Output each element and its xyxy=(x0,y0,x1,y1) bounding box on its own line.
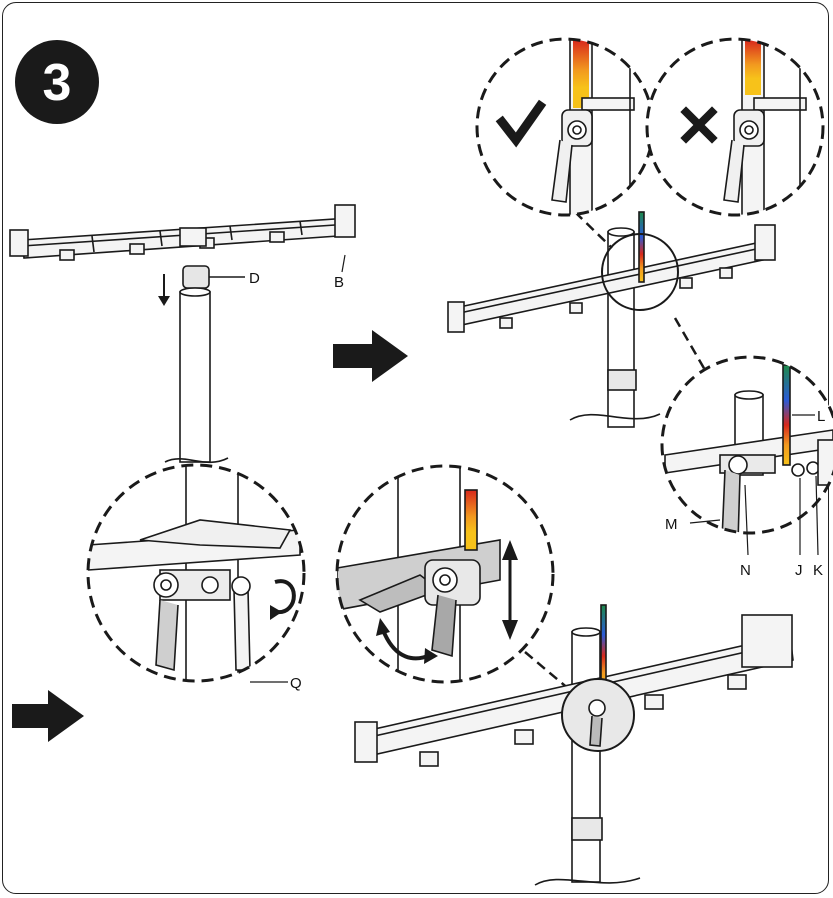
label-b: B xyxy=(334,274,344,291)
assembled-arm-top xyxy=(447,211,776,428)
arrow-right-icon xyxy=(12,690,84,742)
zoom-correct xyxy=(475,37,655,217)
label-q: Q xyxy=(290,675,302,692)
label-k: K xyxy=(813,562,823,579)
zoom-connector xyxy=(574,211,707,371)
cross-mark-icon xyxy=(680,106,718,144)
zoom-parts-detail xyxy=(660,355,833,535)
label-m: M xyxy=(665,516,678,533)
label-n: N xyxy=(740,562,751,579)
up-down-arrow-icon xyxy=(502,540,518,640)
zoom-incorrect xyxy=(645,37,825,217)
clamp-d xyxy=(182,265,245,289)
assembled-arm-bottom xyxy=(354,604,794,886)
rotate-arrow-icon xyxy=(270,579,296,620)
pole xyxy=(164,287,229,463)
label-l: L xyxy=(817,408,825,425)
label-d: D xyxy=(249,270,260,287)
arrow-down-icon xyxy=(158,274,170,306)
zoom-tool-q xyxy=(86,463,306,683)
check-mark-icon xyxy=(495,99,547,148)
zoom-lever xyxy=(335,464,555,684)
crossbar-b xyxy=(9,204,356,261)
swing-arrow-icon xyxy=(376,618,438,664)
step-number: 3 xyxy=(43,54,72,112)
label-j: J xyxy=(795,562,803,579)
step-badge: 3 xyxy=(15,40,99,124)
arrow-right-icon xyxy=(333,330,408,382)
